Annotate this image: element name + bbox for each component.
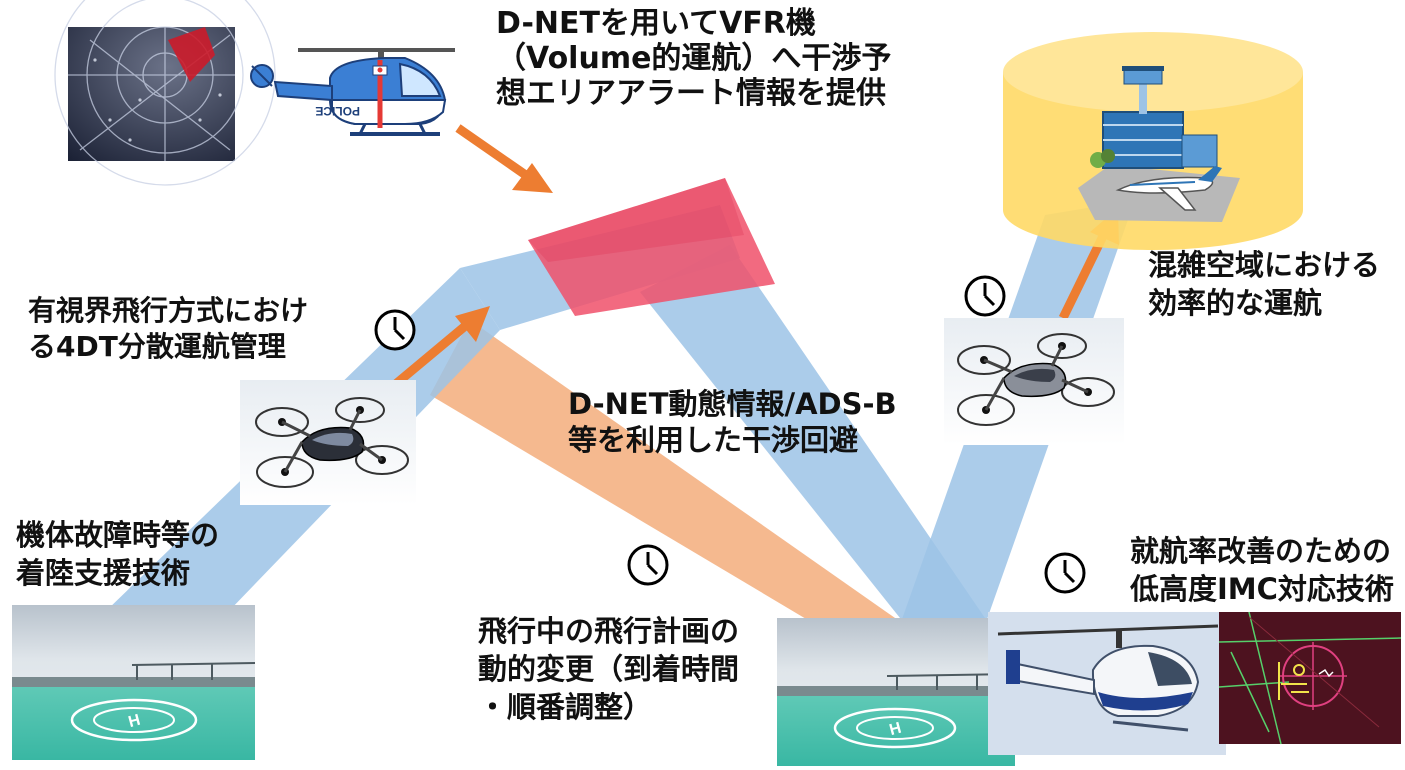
evtol-drone-right: [944, 318, 1124, 445]
heliport-marking-right: H: [888, 720, 904, 739]
heliport-image-right: H: [777, 618, 1016, 766]
arrow-head-drone-left: [455, 306, 490, 342]
label-dnet-interference-avoidance: D-NET動態情報/ADS-B 等を利用した干渉回避: [568, 387, 897, 457]
clock-icon: [964, 275, 1006, 317]
orange-route-band: [430, 320, 905, 660]
alert-area-shade: [528, 178, 744, 262]
airplane: [1115, 166, 1222, 211]
alert-area: [528, 178, 775, 316]
label-inflight-plan-change: 飛行中の飛行計画の 動的変更（到着時間 ・順番調整）: [478, 614, 740, 724]
radar-image: [54, 0, 276, 186]
clock-icon: [1044, 552, 1086, 594]
label-vfr-4dt-management: 有視界飛行方式におけ る4DT分散運航管理: [28, 294, 309, 363]
heliport-marking-left: H: [127, 712, 143, 731]
evtol-drone-left: [240, 380, 416, 505]
label-congested-airspace: 混雑空域における 効率的な運航: [1148, 248, 1381, 320]
clock-icon: [374, 309, 416, 351]
arrow-head-alert: [512, 163, 553, 193]
hud-display-image: [1218, 611, 1402, 745]
blue-route-down: [640, 245, 985, 618]
helicopter-photo: [988, 612, 1226, 755]
label-landing-support: 機体故障時等の 着陸支援技術: [16, 518, 220, 590]
police-helicopter-image: POLICE: [250, 48, 455, 136]
heliport-image-left: H: [12, 605, 256, 760]
label-dnet-vfr-alert: D-NETを用いてVFR機 （Volume的運航）へ干渉予 想エリアアラート情報…: [496, 6, 892, 111]
airport-cylinder: [1003, 32, 1303, 250]
police-marking: POLICE: [315, 104, 360, 118]
label-low-altitude-imc: 就航率改善のための 低高度IMC対応技術: [1130, 534, 1394, 606]
arrow-to-alert: [455, 124, 533, 182]
clock-icon: [627, 544, 669, 586]
